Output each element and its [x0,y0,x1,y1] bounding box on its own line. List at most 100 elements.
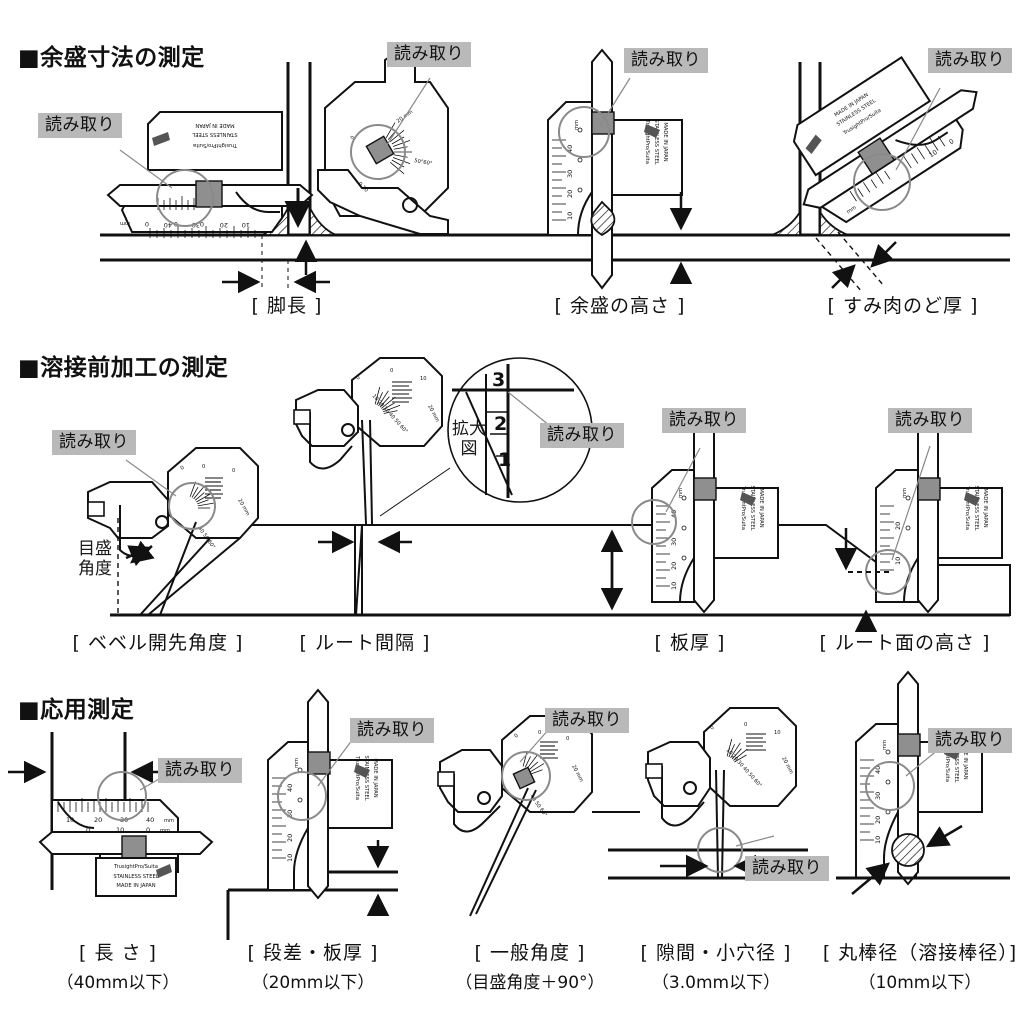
svg-text:0: 0 [146,826,150,834]
reading-callout-1: 読み取り [38,113,122,139]
caption-length-sub: （40mm以下） [56,973,180,993]
svg-text:MADE IN JAPAN: MADE IN JAPAN [116,883,155,889]
svg-text:0: 0 [566,736,569,742]
caption-rod-diameter-text: [ 丸棒径（溶接棒径）] [822,942,1018,964]
svg-text:20: 20 [220,221,228,229]
svg-text:STAINLESS STEEL: STAINLESS STEEL [749,485,755,530]
reading-leader-1 [119,149,173,189]
caption-gap-hole-diameter: [ 隙間・小穴径 ] （3.0mm以下） [641,938,792,993]
caption-general-angle: [ 一般角度 ] （目盛角度＋90°） [455,938,604,993]
caption-gap-hole-diameter-sub: （3.0mm以下） [651,973,781,993]
caption-root-gap-text: [ ルート間隔 ] [299,632,431,654]
section-heading-2: ■溶接前加工の測定 [18,348,228,382]
svg-text:40: 40 [146,816,154,824]
section-3-illustration: 10 20 30 40 mm 0 10 0 mm TrusightPro/Sui… [8,670,1010,940]
reading-circle-11 [501,751,551,801]
welding-gauge-8: TrusightPro/Suita STAINLESS STEEL MADE I… [875,414,1003,614]
svg-text:0: 0 [948,137,956,146]
caption-fillet-throat-text: [ すみ肉のど厚 ] [827,295,979,317]
svg-text:30: 30 [874,792,882,800]
reading-circle-2 [350,124,406,180]
svg-text:30: 30 [566,170,574,178]
svg-text:0: 0 [744,722,747,728]
caption-rod-diameter: [ 丸棒径（溶接棒径）] （10mm以下） [823,938,1017,993]
reading-circle-3 [558,106,610,158]
reading-leader-2 [384,77,431,149]
svg-text:10: 10 [894,557,902,565]
welding-gauge-12: 0 10 20 mm 0 10 20 30 40 50 60° [645,707,797,879]
reading-callout-3: 読み取り [624,48,708,74]
svg-text:40: 40 [566,145,574,153]
svg-text:mm: mm [574,120,580,130]
reading-callout-7: 読み取り [662,408,746,434]
reading-circle-4 [853,153,911,211]
reading-circle-13 [865,761,915,811]
svg-text:MADE IN JAPAN: MADE IN JAPAN [982,488,988,527]
caption-plate-thickness: [ 板厚 ] [655,628,726,655]
caption-reinforcement-height: [ 余盛の高さ ] [555,291,686,318]
reading-circle-12 [697,827,743,873]
gauge-slider-13 [897,733,921,757]
magnified-tick-3: 3 [492,369,505,391]
reading-circle-7 [631,499,677,545]
svg-text:10: 10 [242,221,250,229]
reading-callout-8: 読み取り [888,408,972,434]
svg-text:20: 20 [874,816,882,824]
caption-plate-thickness-text: [ 板厚 ] [654,632,726,654]
caption-root-gap: [ ルート間隔 ] [300,628,431,655]
welding-gauge-1: MADE IN JAPAN STAINLESS STEEL TrusightPr… [106,111,314,238]
round-bar-specimen [891,833,925,867]
svg-text:mm: mm [846,205,858,216]
svg-text:mm: mm [164,818,174,824]
svg-text:0: 0 [86,826,90,834]
svg-text:MADE IN JAPAN: MADE IN JAPAN [195,122,234,128]
reading-callout-9: 読み取り [158,758,242,784]
svg-text:STAINLESS STEEL: STAINLESS STEEL [192,131,237,137]
caption-fillet-throat: [ すみ肉のど厚 ] [828,291,979,318]
svg-text:40: 40 [164,221,172,229]
caption-bevel-angle: [ ベベル開先角度 ] [73,628,244,655]
svg-text:30: 30 [192,221,200,229]
weld-bead-1-right [309,207,337,236]
svg-text:10: 10 [928,148,939,159]
caption-general-angle-text: [ 一般角度 ] [474,942,586,964]
magnified-tick-1: 1 [498,449,511,471]
reading-callout-4: 読み取り [928,48,1012,74]
weld-bead-3-left [771,208,801,236]
welding-gauge-13: TrusightPro/Suita STAINLESS STEEL MADE I… [855,670,983,886]
svg-text:TrusightPro/Suita: TrusightPro/Suita [113,864,158,870]
gauge-slider-9 [121,835,147,861]
welding-gauge-7: TrusightPro/Suita STAINLESS STEEL MADE I… [651,416,779,614]
caption-step-thickness-text: [ 段差・板厚 ] [247,942,379,964]
caption-length: [ 長 さ ] （40mm以下） [57,938,180,993]
svg-text:STAINLESS STEEL: STAINLESS STEEL [113,874,158,880]
svg-text:mm: mm [902,488,908,498]
svg-text:0: 0 [709,725,716,732]
svg-text:TrusightPro/Suita: TrusightPro/Suita [193,142,238,148]
svg-text:MADE IN JAPAN: MADE IN JAPAN [372,758,378,797]
weld-bead-2 [590,200,616,237]
welding-gauge-2: 0 20 mm 50°60° 0 10 [317,48,449,235]
svg-text:mm: mm [294,758,300,768]
welding-gauge-10: TrusightPro/Suita STAINLESS STEEL MADE I… [267,688,393,900]
svg-text:50°60°: 50°60° [414,158,434,167]
magnified-view-line-1: 拡大 [452,419,486,439]
svg-text:0: 0 [202,464,205,470]
svg-text:0: 0 [513,733,519,740]
svg-text:10: 10 [874,836,882,844]
svg-text:0: 0 [538,730,541,736]
svg-text:0: 0 [179,465,185,472]
svg-text:TrusightPro/Suita: TrusightPro/Suita [944,737,950,782]
svg-text:TrusightPro/Suita: TrusightPro/Suita [644,119,650,164]
svg-text:30: 30 [286,810,294,818]
welding-gauge-3: TrusightPro/Suita STAINLESS STEEL MADE I… [547,48,683,290]
reading-circle-9 [97,771,147,821]
svg-text:TrusightPro/Suita: TrusightPro/Suita [964,485,970,530]
welding-gauge-5: 0 0 20 mm 0 40 50 60° [87,447,259,616]
svg-text:10: 10 [566,212,574,220]
svg-text:mm: mm [678,488,684,498]
svg-text:10: 10 [420,376,427,382]
svg-text:MADE IN JAPAN: MADE IN JAPAN [962,740,968,779]
caption-rod-diameter-sub: （10mm以下） [858,973,982,993]
svg-text:10: 10 [774,730,781,736]
